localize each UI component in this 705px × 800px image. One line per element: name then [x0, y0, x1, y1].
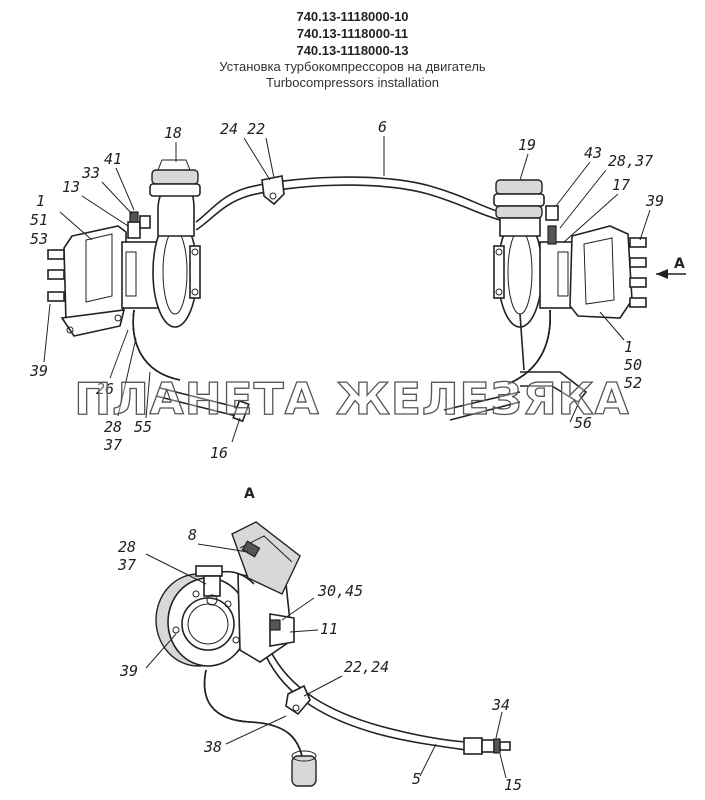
callout-52: 52 — [624, 374, 642, 392]
pipe-6 — [195, 175, 501, 231]
callout-43: 43 — [584, 144, 602, 162]
right-turbocharger — [443, 179, 647, 421]
callout-18: 18 — [164, 124, 182, 142]
callout-13: 13 — [62, 178, 80, 196]
callouts-main: 1 51 53 13 33 41 18 24 22 6 19 43 28,37 … — [29, 118, 664, 462]
callout-16: 16 — [210, 444, 228, 462]
callout-28: 28 — [118, 538, 136, 556]
callout-28-left: 28 — [104, 418, 122, 436]
callout-6: 6 — [378, 118, 387, 136]
callouts-view-a: 8 28 37 30,45 11 39 22,24 38 34 5 15 — [117, 526, 522, 794]
callout-17: 17 — [612, 176, 630, 194]
callout-37-left: 37 — [103, 436, 122, 454]
left-turbocharger — [47, 159, 250, 423]
callout-24-22: 24 22 — [220, 120, 265, 138]
title-russian: Установка турбокомпрессоров на двигатель — [219, 59, 486, 74]
callout-5: 5 — [412, 770, 421, 788]
part-code-2: 740.13-1118000-11 — [296, 26, 409, 41]
view-arrow-label: A — [674, 256, 685, 272]
view-a-assembly — [155, 521, 511, 787]
leader-lines-view-a — [145, 543, 507, 779]
callout-1-left: 1 — [36, 192, 45, 210]
leader-lines-main — [43, 136, 651, 443]
part-code-3: 740.13-1118000-13 — [296, 43, 409, 58]
title-english: Turbocompressors installation — [266, 75, 439, 90]
callout-39: 39 — [119, 662, 138, 680]
callout-28-37-right: 28,37 — [608, 152, 653, 170]
callout-11: 11 — [320, 620, 338, 638]
callout-34: 34 — [491, 696, 510, 714]
callout-1-right: 1 — [624, 338, 633, 356]
callout-51: 51 — [30, 211, 48, 229]
drawing-header: 740.13-1118000-10 740.13-1118000-11 740.… — [0, 8, 705, 91]
callout-8: 8 — [188, 526, 197, 544]
callout-56: 56 — [574, 414, 592, 432]
callout-53: 53 — [30, 230, 48, 248]
watermark: ПЛАНЕТА ЖЕЛЕЗЯКА — [74, 374, 629, 425]
callout-39-left: 39 — [29, 362, 48, 380]
callout-38: 38 — [203, 738, 222, 756]
callout-30-45: 30,45 — [317, 582, 363, 600]
callout-39-right: 39 — [645, 192, 664, 210]
view-section-label: A — [244, 486, 255, 502]
callout-19: 19 — [518, 136, 536, 154]
callout-22-24: 22,24 — [344, 658, 389, 676]
callout-33: 33 — [81, 164, 100, 182]
callout-37: 37 — [117, 556, 136, 574]
part-code-1: 740.13-1118000-10 — [296, 9, 409, 24]
callout-50: 50 — [624, 356, 642, 374]
callout-41: 41 — [104, 150, 122, 168]
callout-15: 15 — [504, 776, 522, 794]
view-arrow-a: A — [656, 256, 686, 279]
callout-55: 55 — [134, 418, 152, 436]
callout-26: 26 — [96, 380, 114, 398]
